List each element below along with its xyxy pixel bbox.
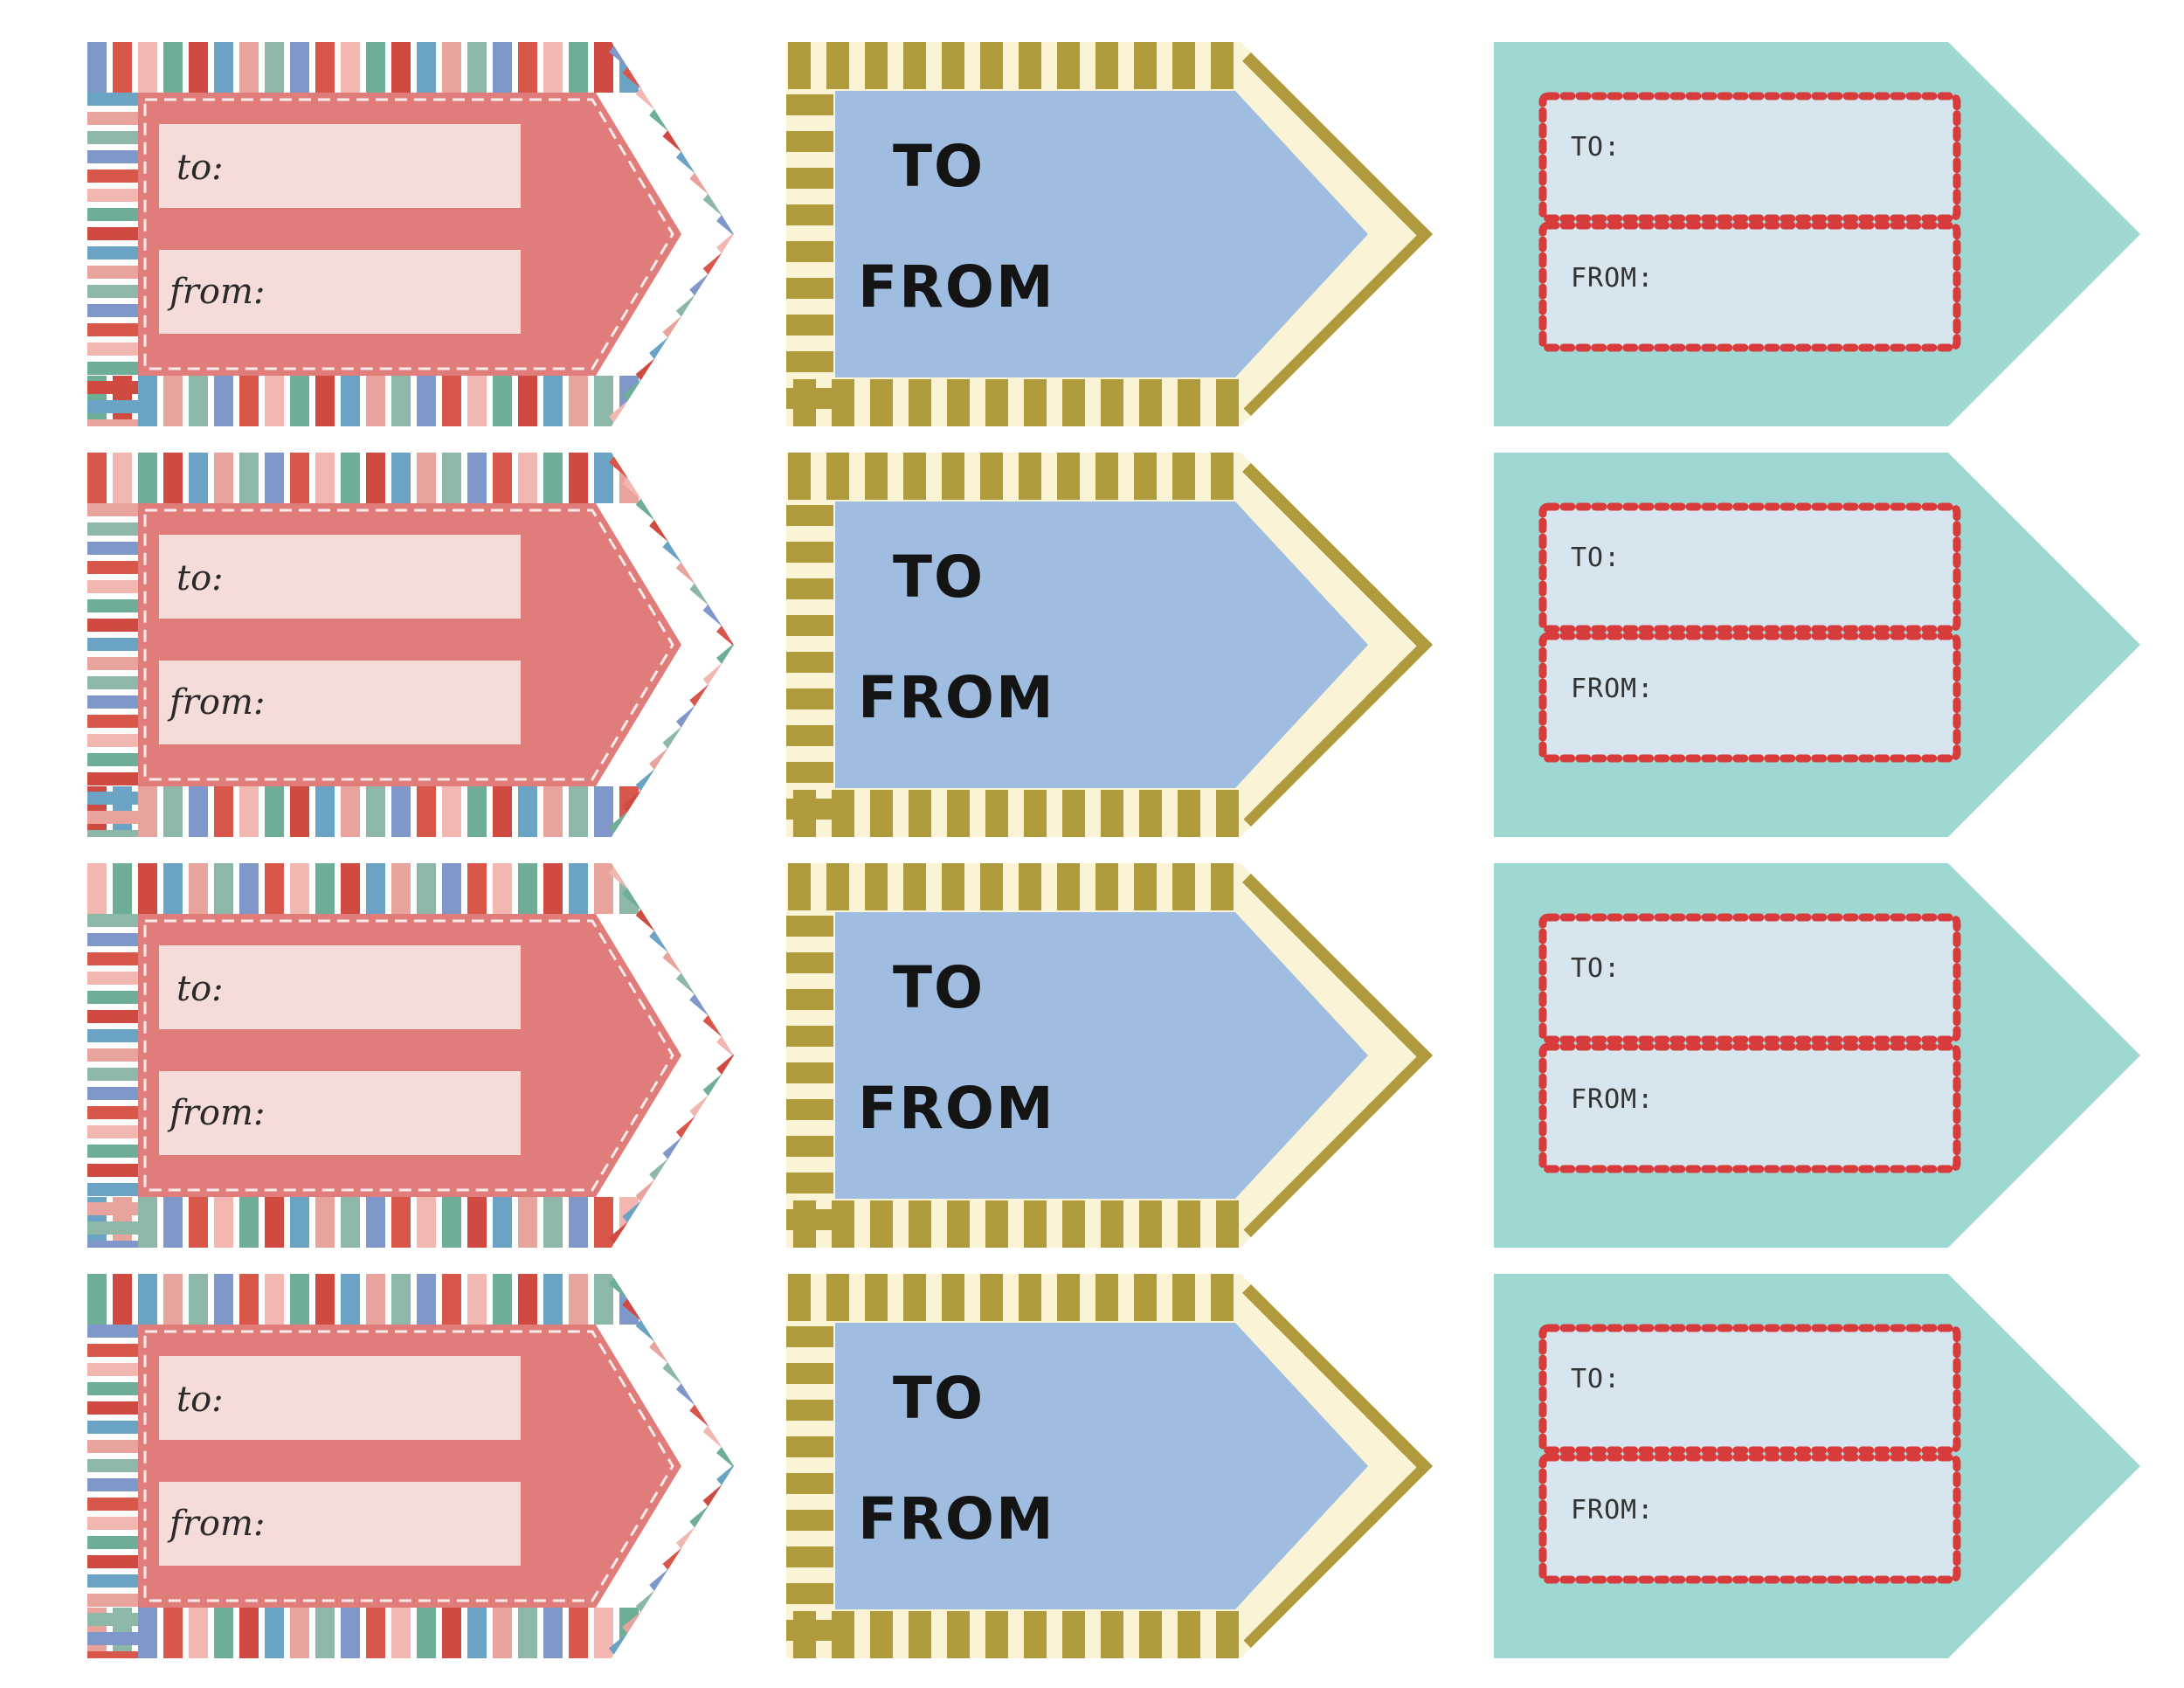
- gift-tag-dotted-teal: TO: FROM:: [1494, 1274, 2140, 1658]
- striped-pink-gift-tag: [87, 453, 734, 837]
- to-label: TO:: [1571, 543, 1621, 573]
- to-label: to:: [176, 148, 224, 188]
- to-label: TO: [893, 133, 985, 200]
- to-label: TO: [893, 954, 985, 1021]
- gift-tag-dotted-teal: TO: FROM:: [1494, 863, 2140, 1248]
- checkered-blue-gift-tag: [786, 863, 1433, 1248]
- to-label: TO:: [1571, 1364, 1621, 1394]
- checkered-blue-gift-tag: [786, 42, 1433, 426]
- from-label: FROM: [858, 1075, 1055, 1142]
- to-label: to:: [176, 558, 224, 598]
- from-label: from:: [169, 1504, 266, 1544]
- to-label: to:: [176, 969, 224, 1009]
- from-label: FROM:: [1571, 1495, 1655, 1525]
- to-label: TO:: [1571, 953, 1621, 984]
- from-label: FROM: [858, 1485, 1055, 1553]
- from-label: FROM:: [1571, 674, 1655, 704]
- checkered-blue-gift-tag: [786, 1274, 1433, 1658]
- gift-tag-striped-pink: to: from:: [87, 42, 734, 426]
- dotted-teal-gift-tag: [1494, 863, 2140, 1248]
- dotted-teal-gift-tag: [1494, 42, 2140, 426]
- striped-pink-gift-tag: [87, 1274, 734, 1658]
- from-label: FROM: [858, 253, 1055, 321]
- gift-tag-striped-pink: to: from:: [87, 863, 734, 1248]
- from-label: from:: [169, 272, 266, 312]
- gift-tag-striped-pink: to: from:: [87, 1274, 734, 1658]
- gift-tag-checkered-blue: TO FROM: [786, 863, 1433, 1248]
- gift-tag-checkered-blue: TO FROM: [786, 453, 1433, 837]
- gift-tag-checkered-blue: TO FROM: [786, 42, 1433, 426]
- to-label: to:: [176, 1380, 224, 1420]
- striped-pink-gift-tag: [87, 863, 734, 1248]
- gift-tag-checkered-blue: TO FROM: [786, 1274, 1433, 1658]
- from-label: FROM:: [1571, 263, 1655, 294]
- from-label: FROM:: [1571, 1084, 1655, 1115]
- gift-tag-striped-pink: to: from:: [87, 453, 734, 837]
- to-label: TO:: [1571, 132, 1621, 163]
- gift-tag-dotted-teal: TO: FROM:: [1494, 42, 2140, 426]
- checkered-blue-gift-tag: [786, 453, 1433, 837]
- dotted-teal-gift-tag: [1494, 453, 2140, 837]
- dotted-teal-gift-tag: [1494, 1274, 2140, 1658]
- from-label: from:: [169, 1093, 266, 1133]
- gift-tag-dotted-teal: TO: FROM:: [1494, 453, 2140, 837]
- from-label: FROM: [858, 664, 1055, 731]
- striped-pink-gift-tag: [87, 42, 734, 426]
- to-label: TO: [893, 1365, 985, 1432]
- to-label: TO: [893, 543, 985, 611]
- from-label: from:: [169, 682, 266, 723]
